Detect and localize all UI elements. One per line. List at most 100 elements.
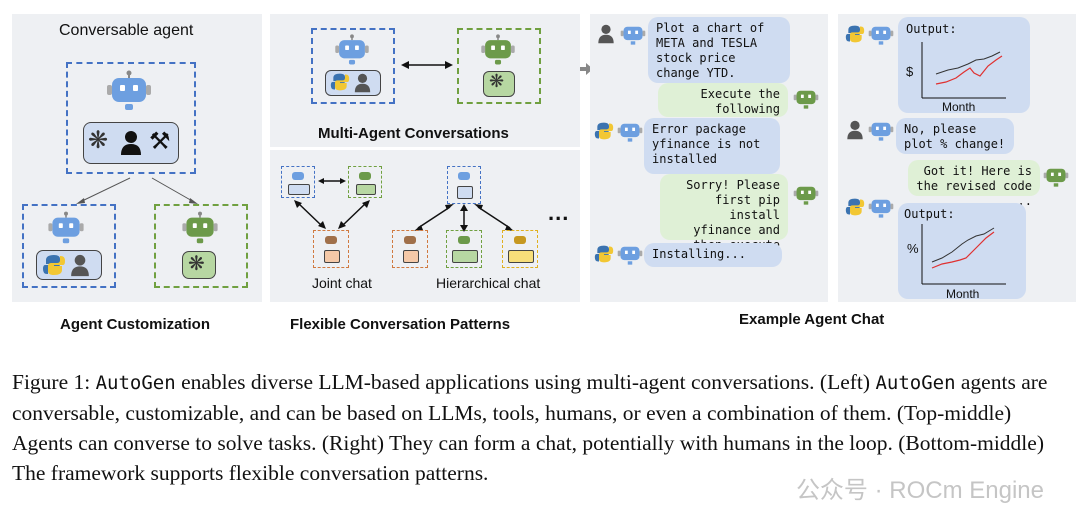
chart-1-ylabel: $ xyxy=(906,64,914,79)
blue-robot-icon xyxy=(617,123,643,142)
orange-mini-tray xyxy=(324,250,340,263)
blue-robot-icon xyxy=(335,34,369,65)
green-mini-robot xyxy=(359,172,371,180)
multi-agent-conversations-panel xyxy=(270,14,580,147)
human-icon xyxy=(847,120,863,140)
tools-icon: ⚒ xyxy=(149,128,171,155)
joint-arrow-top xyxy=(318,178,346,184)
human-icon xyxy=(71,254,89,277)
agent-b-box xyxy=(457,28,541,104)
chart-1-plot xyxy=(921,42,1006,99)
chat-message-7: Got it! Here is the revised code ... xyxy=(908,160,1040,208)
green-mini-tray xyxy=(356,184,376,195)
chart-2-title: Output: xyxy=(904,207,955,221)
chart-1-xlabel: Month xyxy=(942,100,976,114)
python-icon xyxy=(330,73,350,91)
yellow-mini-tray xyxy=(508,250,534,263)
agent-a-box xyxy=(311,28,395,104)
orange-mini-robot xyxy=(404,236,416,244)
python-icon xyxy=(845,25,865,43)
llm-icon: ❋ xyxy=(188,253,205,275)
human-tool-agent-box xyxy=(22,204,116,288)
llm-tray xyxy=(483,71,515,97)
hier-agent-green xyxy=(446,230,482,268)
bidirectional-arrow xyxy=(401,61,453,69)
caption-code-2: AutoGen xyxy=(875,372,956,394)
conversable-agent-title: Conversable agent xyxy=(59,22,194,39)
green-robot-icon xyxy=(793,186,819,205)
blue-mini-tray xyxy=(288,184,310,195)
green-robot-icon xyxy=(793,90,819,109)
chat-message-2: Execute the following code... xyxy=(658,83,788,131)
human-icon xyxy=(354,73,371,93)
chart-2-plot xyxy=(921,224,1006,285)
agent-customization-caption: Agent Customization xyxy=(60,316,210,333)
multi-agent-conversations-label: Multi-Agent Conversations xyxy=(318,125,509,142)
python-icon xyxy=(43,255,65,275)
conversable-agent-box xyxy=(66,62,196,174)
joint-agent-green xyxy=(348,166,382,198)
series-meta-line xyxy=(931,227,995,263)
python-icon xyxy=(594,245,614,263)
watermark: 公众号 · ROCm Engine xyxy=(795,477,1044,504)
hier-agent-yellow xyxy=(502,230,538,268)
caption-code-1: AutoGen xyxy=(95,372,176,394)
orange-mini-robot xyxy=(325,236,337,244)
joint-arrows-diag xyxy=(294,200,370,229)
blue-robot-icon xyxy=(868,26,894,45)
yellow-mini-robot xyxy=(514,236,526,244)
series-meta-line xyxy=(935,51,1001,75)
llm-icon: ❋ xyxy=(489,71,505,91)
blue-robot-icon xyxy=(107,70,151,110)
hierarchical-chat-label: Hierarchical chat xyxy=(436,275,541,291)
blue-robot-icon xyxy=(868,199,894,218)
flow-arrow xyxy=(580,63,593,75)
chat-message-3: Error package yfinance is not installed xyxy=(644,118,780,174)
joint-agent-orange xyxy=(313,230,349,268)
blue-robot-icon xyxy=(617,246,643,265)
joint-chat-label: Joint chat xyxy=(312,275,372,291)
flexible-patterns-caption: Flexible Conversation Patterns xyxy=(290,316,511,333)
output-chart-2 xyxy=(898,203,1026,299)
chat-message-5: Installing... xyxy=(644,243,782,267)
llm-icon: ❋ xyxy=(88,127,109,154)
hier-agent-orange xyxy=(392,230,428,268)
green-robot-icon xyxy=(481,34,515,65)
python-icon xyxy=(594,122,614,140)
green-robot-icon xyxy=(1043,168,1069,187)
blue-mini-robot xyxy=(292,172,304,180)
blue-robot-icon xyxy=(620,26,646,45)
llm-tray xyxy=(182,251,216,279)
hier-agent-blue xyxy=(447,166,481,204)
orange-mini-tray xyxy=(403,250,419,263)
chart-2-xlabel: Month xyxy=(946,287,980,301)
caption-part-2: enables diverse LLM-based applications u… xyxy=(175,370,876,394)
ellipsis: ... xyxy=(548,200,570,225)
caption-part-3: agents are conversable, customizable, an… xyxy=(12,370,1048,485)
joint-agent-blue xyxy=(281,166,315,198)
llm-agent-box xyxy=(154,204,248,288)
blue-mini-tray xyxy=(457,186,473,199)
chat-message-4: Sorry! Please first pip install yfinance… xyxy=(660,174,788,267)
blue-robot-icon xyxy=(868,122,894,141)
customization-arrows xyxy=(76,177,198,204)
human-icon xyxy=(121,131,141,155)
chart-1-title: Output: xyxy=(906,22,957,36)
human-icon xyxy=(598,24,614,44)
series-tesla-line xyxy=(935,55,1003,85)
blue-robot-icon xyxy=(48,211,84,244)
hier-arrows xyxy=(414,204,514,232)
figure-caption: Figure 1: AutoGen enables diverse LLM-ba… xyxy=(12,367,1072,488)
green-mini-tray xyxy=(452,250,478,263)
chart-2-ylabel: % xyxy=(907,241,919,256)
output-chart-1 xyxy=(898,17,1030,113)
series-tesla-line xyxy=(931,231,995,269)
example-agent-chat-caption: Example Agent Chat xyxy=(739,311,885,328)
green-robot-icon xyxy=(182,211,218,244)
green-mini-robot xyxy=(458,236,470,244)
chat-message-1: Plot a chart of META and TESLA stock pri… xyxy=(648,17,790,83)
caption-part-1: Figure 1: xyxy=(12,370,96,394)
blue-mini-robot xyxy=(458,172,470,180)
python-icon xyxy=(845,198,865,216)
chat-message-6: No, please plot % change! xyxy=(896,118,1014,154)
